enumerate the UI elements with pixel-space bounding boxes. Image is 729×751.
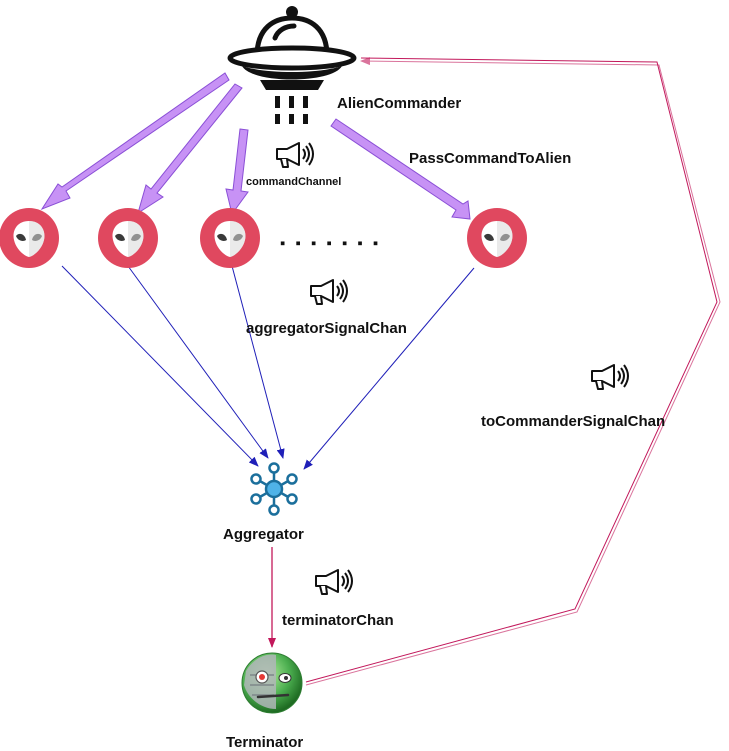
network-hub-icon: [250, 462, 298, 516]
megaphone-icon: [310, 279, 348, 305]
alien-icon: [200, 208, 260, 268]
aggregator-signal-arrows: [61, 265, 475, 470]
alien-icon: [0, 208, 59, 268]
megaphone-icon: [315, 569, 353, 595]
terminator-label: Terminator: [226, 734, 303, 751]
aggregator-label: Aggregator: [223, 526, 304, 543]
alien-ellipsis: ▪ ▪ ▪ ▪ ▪ ▪ ▪: [280, 235, 381, 252]
megaphone-icon: [276, 142, 314, 168]
signal-arrow-1: [61, 265, 259, 467]
ufo-icon: [227, 6, 357, 124]
command-arrow-4: [330, 118, 471, 220]
signal-arrow-2: [127, 265, 269, 459]
alien-icon: [467, 208, 527, 268]
to-commander-arrow: [305, 57, 721, 686]
commander-label: AlienCommander: [337, 95, 461, 112]
terminator-head-icon: [241, 652, 303, 714]
command-channel-label: commandChannel: [246, 176, 341, 188]
megaphone-icon: [591, 364, 629, 390]
to-commander-label: toCommanderSignalChan: [481, 413, 665, 430]
command-arrows: [40, 72, 471, 220]
aggregator-signal-label: aggregatorSignalChan: [246, 320, 407, 337]
command-arrow-2: [137, 83, 243, 215]
signal-arrow-3: [231, 265, 285, 459]
signal-arrow-4: [303, 267, 475, 470]
alien-icon: [98, 208, 158, 268]
pass-command-label: PassCommandToAlien: [409, 150, 571, 167]
command-arrow-1: [40, 72, 230, 211]
terminator-chan-label: terminatorChan: [282, 612, 394, 629]
command-arrow-3: [225, 128, 249, 216]
